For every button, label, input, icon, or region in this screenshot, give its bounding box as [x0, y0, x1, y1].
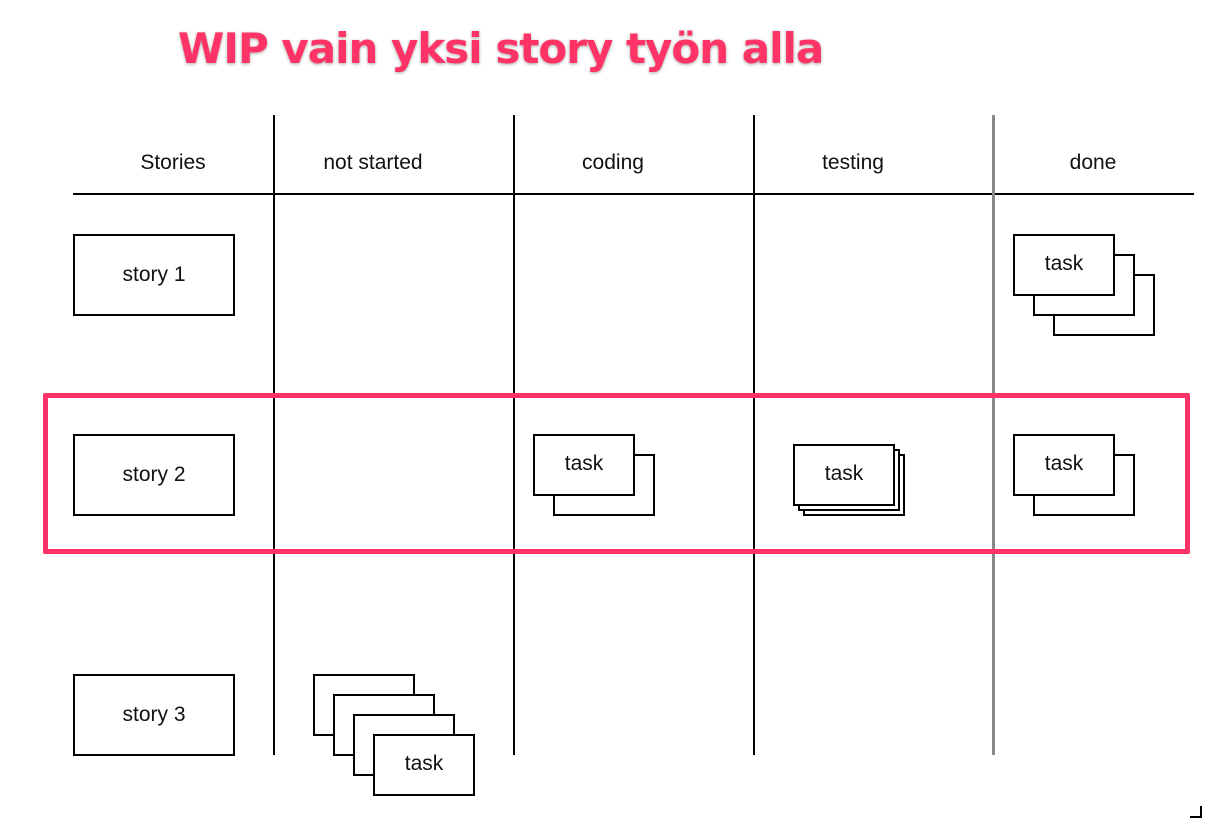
task-card: task — [533, 434, 635, 496]
task-card: task — [1013, 434, 1115, 496]
task-label: task — [404, 752, 444, 775]
task-label: task — [564, 452, 604, 475]
story-label: story 1 — [122, 263, 186, 286]
task-card: task — [793, 444, 895, 506]
diagram-title: WIP vain yksi story työn alla — [178, 24, 824, 73]
story-card-3: story 3 — [73, 674, 235, 756]
column-divider-done — [992, 115, 995, 755]
task-label: task — [1044, 452, 1084, 475]
column-header-stories: Stories — [140, 151, 206, 174]
column-header-coding: coding — [582, 151, 644, 174]
story-label: story 2 — [122, 463, 186, 486]
resize-corner-icon — [1190, 806, 1202, 818]
column-header-not-started: not started — [323, 151, 423, 174]
task-card: task — [373, 734, 475, 796]
column-divider-2 — [513, 115, 515, 755]
task-label: task — [1044, 252, 1084, 275]
column-header-testing: testing — [822, 151, 884, 174]
task-label: task — [824, 462, 864, 485]
header-divider — [73, 193, 1194, 195]
story-card-2: story 2 — [73, 434, 235, 516]
story-label: story 3 — [122, 703, 186, 726]
column-divider-3 — [753, 115, 755, 755]
task-card: task — [1013, 234, 1115, 296]
column-divider-1 — [273, 115, 275, 755]
story-card-1: story 1 — [73, 234, 235, 316]
column-header-done: done — [1069, 151, 1117, 174]
